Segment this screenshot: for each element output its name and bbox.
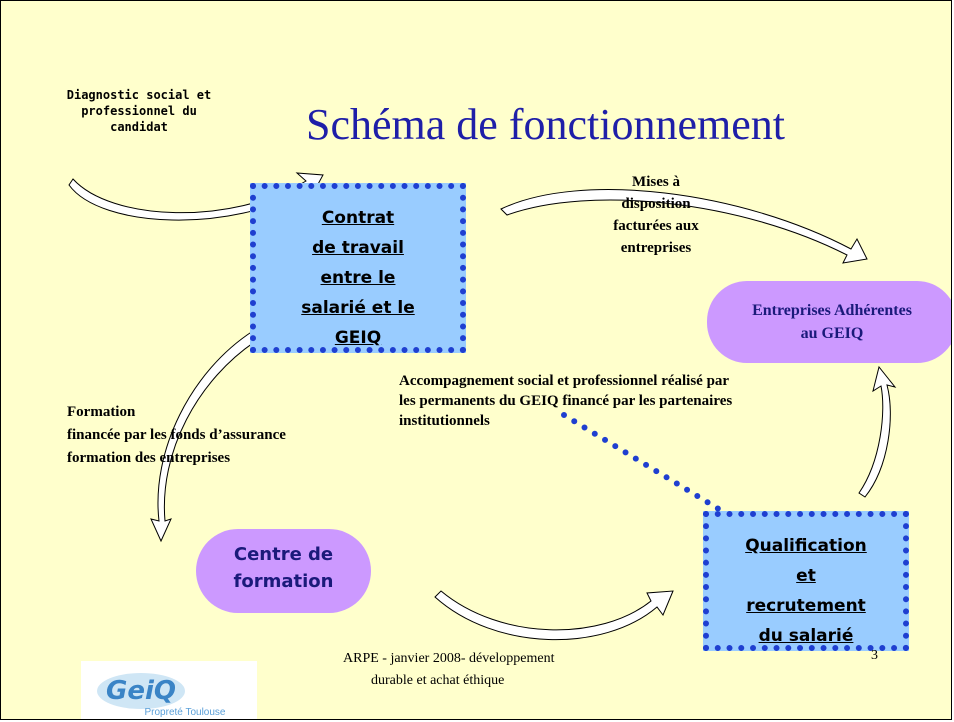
diagnostic-line: Diagnostic social et <box>66 88 212 102</box>
arrow-qualification-to-entreprises <box>858 365 897 498</box>
logo-subtitle: Propreté Toulouse <box>145 707 226 718</box>
logo-text: GeiQ <box>106 676 176 706</box>
diagnostic-line: professionnel du <box>81 104 197 118</box>
accompaniment-dotted-line <box>561 412 804 562</box>
entreprises-line: Entreprises Adhérentes <box>752 302 912 319</box>
mises-line: disposition <box>621 196 691 212</box>
slide-title: Schéma de fonctionnement <box>306 100 785 149</box>
contrat-line: de travail <box>312 238 404 258</box>
footer-text: ARPE - janvier 2008- développement durab… <box>343 648 673 692</box>
contrat-line: entre le <box>320 268 396 288</box>
accompagnement-line: les permanents du GEIQ financé par les p… <box>399 393 733 409</box>
qualification-line: recrutement <box>746 596 866 616</box>
mises-line: Mises à <box>632 174 680 190</box>
formation-label: Formation financée par les fonds d’assur… <box>67 401 397 470</box>
formation-line: Formation <box>67 404 136 420</box>
page-number: 3 <box>871 648 878 663</box>
entreprises-line: au GEIQ <box>800 325 864 342</box>
accompagnement-line: Accompagnement social et professionnel r… <box>399 373 730 389</box>
footer-line-2: durable et achat éthique <box>371 673 505 688</box>
centre-line: Centre de <box>233 544 334 565</box>
accompagnement-line: institutionnels <box>399 413 490 429</box>
centre-formation-pill: Centre de formation <box>196 529 371 613</box>
contrat-text: Contrat de travail entre le salarié et l… <box>256 203 460 353</box>
contrat-line: GEIQ <box>334 328 382 348</box>
formation-line: financée par les fonds d’assurance <box>67 427 286 443</box>
qualification-text: Qualification et recrutement du salarié <box>709 531 903 651</box>
diagnostic-line: candidat <box>110 120 168 134</box>
contrat-line: Contrat <box>321 208 395 228</box>
mises-line: facturées aux <box>613 218 699 234</box>
mises-line: entreprises <box>620 240 692 256</box>
footer-line-1: ARPE - janvier 2008- développement <box>343 651 555 666</box>
geiq-logo: GeiQ Propreté Toulouse <box>81 661 257 719</box>
entreprises-pill: Entreprises Adhérentes au GEIQ <box>707 281 951 363</box>
formation-line: formation des entreprises <box>67 450 231 466</box>
arrow-centre-to-qualification <box>434 590 674 641</box>
qualification-line: Qualification <box>745 536 867 556</box>
contrat-line: salarié et le <box>301 298 415 318</box>
qualification-line: et <box>796 566 816 586</box>
arrow-contrat-to-entreprises <box>500 189 868 264</box>
qualification-line: du salarié <box>758 626 854 646</box>
contrat-box: Contrat de travail entre le salarié et l… <box>250 183 466 353</box>
arrow-contrat-to-centre <box>150 330 260 543</box>
diagnostic-label: Diagnostic social et professionnel du ca… <box>39 87 239 135</box>
qualification-box: Qualification et recrutement du salarié <box>703 511 909 651</box>
mises-label: Mises à disposition facturées aux entrep… <box>571 171 741 259</box>
accompagnement-label: Accompagnement social et professionnel r… <box>399 371 899 431</box>
centre-line: formation <box>233 571 334 592</box>
